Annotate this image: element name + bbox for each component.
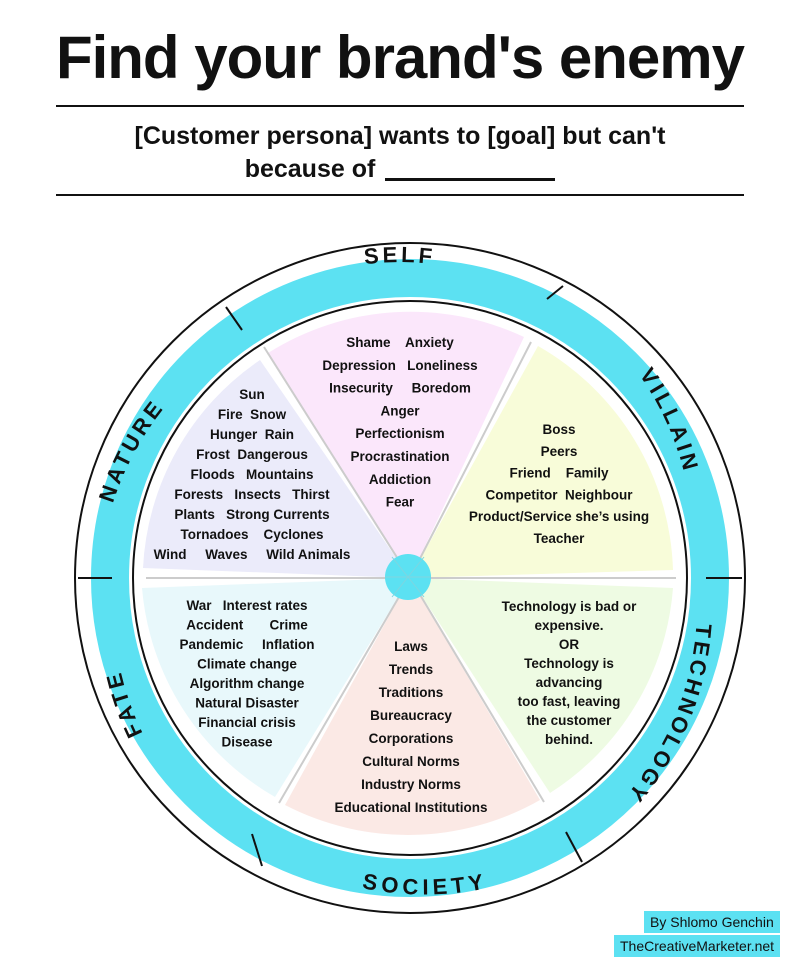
segment-nature-line: Floods Mountains [191,467,314,482]
segment-divider [409,341,532,579]
segment-society-line: Cultural Norms [362,754,460,769]
segment-self-line: Depression Loneliness [322,358,477,373]
subtitle-line-2: because of [0,153,800,186]
segment-villain-line: Friend Family [509,466,609,481]
ring-tick [225,306,243,331]
segment-fate-line: War Interest rates [186,598,307,613]
segment-divider [278,577,411,804]
segment-society-line: Industry Norms [361,777,461,792]
segment-fate-line: Pandemic Inflation [179,637,314,652]
ring-tick [565,831,583,863]
credit-site: TheCreativeMarketer.net [614,935,781,957]
segment-fate-line: Climate change [197,657,297,672]
segment-nature-line: Wind Waves Wild Animals [154,547,351,562]
ring-tick [251,833,263,867]
segment-self-line: Procrastination [350,449,449,464]
segment-fate-line: Accident Crime [186,618,308,633]
fill-in-blank [385,156,556,181]
segment-self-line: Addiction [369,472,431,487]
ring-tick [546,285,564,300]
segment-society-line: Corporations [369,731,454,746]
segment-villain-line: Teacher [534,531,586,546]
segment-technology-line: the customer [527,713,613,728]
segment-nature-line: Forests Insects Thirst [174,487,330,502]
segment-fate [142,578,410,797]
ring-separators [78,285,742,867]
segment-villain [410,346,673,578]
hub-lines [385,556,431,598]
segment-technology-line: Technology is [524,656,614,671]
segment-self [268,311,524,578]
segment-divider [263,346,411,579]
segment-fate-line: Financial crisis [198,715,296,730]
segment-nature-line: Tornadoes Cyclones [180,527,323,542]
segment-nature-line: Sun [239,387,265,402]
credit-author: By Shlomo Genchin [644,911,780,933]
segment-self-line: Anger [380,403,420,418]
segment-fate-line: Disease [221,735,273,750]
segment-technology-line: Technology is bad or [502,599,638,614]
segment-technology-line: too fast, leaving [518,694,621,709]
segment-fate-line: Algorithm change [190,676,305,691]
segment-fate-line: Natural Disaster [195,696,299,711]
segment-technology-line: behind. [545,732,593,747]
segment-villain-line: Competitor Neighbour [486,487,634,502]
segment-villain-line: Boss [542,422,575,437]
subtitle-line-2-text: because of [244,155,376,183]
segment-self-line: Insecurity Boredom [329,381,471,396]
segment-technology-line: advancing [536,675,603,690]
bottom-divider [56,194,744,196]
page-title: Find your brand's enemy [55,24,745,91]
segment-nature-line: Frost Dangerous [196,447,308,462]
segment-society-line: Bureaucracy [370,708,452,723]
segment-nature [143,360,410,578]
segment-society-line: Traditions [379,685,444,700]
segment-self-line: Perfectionism [355,426,444,441]
segment-society-line: Educational Institutions [334,800,487,815]
segment-technology [410,578,673,793]
segment-nature-line: Plants Strong Currents [174,507,329,522]
ring-label-self: SELF [363,242,437,269]
segment-technology-line: OR [559,637,580,652]
top-divider [56,105,744,107]
segment-divider [409,577,545,803]
subtitle-line-1: [Customer persona] wants to [goal] but c… [134,122,666,150]
segment-society-line: Laws [394,639,428,654]
segment-self-line: Shame Anxiety [346,335,454,350]
segment-nature-line: Fire Snow [218,407,287,422]
segment-self-line: Fear [386,495,415,510]
segment-dividers [146,341,676,804]
segment-villain-line: Peers [541,444,578,459]
segment-society [285,578,540,835]
segment-technology-line: expensive. [534,618,603,633]
segment-nature-line: Hunger Rain [210,427,294,442]
segment-villain-line: Product/Service she’s using [469,509,649,524]
segment-society-line: Trends [389,662,433,677]
subtitle: [Customer persona] wants to [goal] but c… [0,120,800,186]
